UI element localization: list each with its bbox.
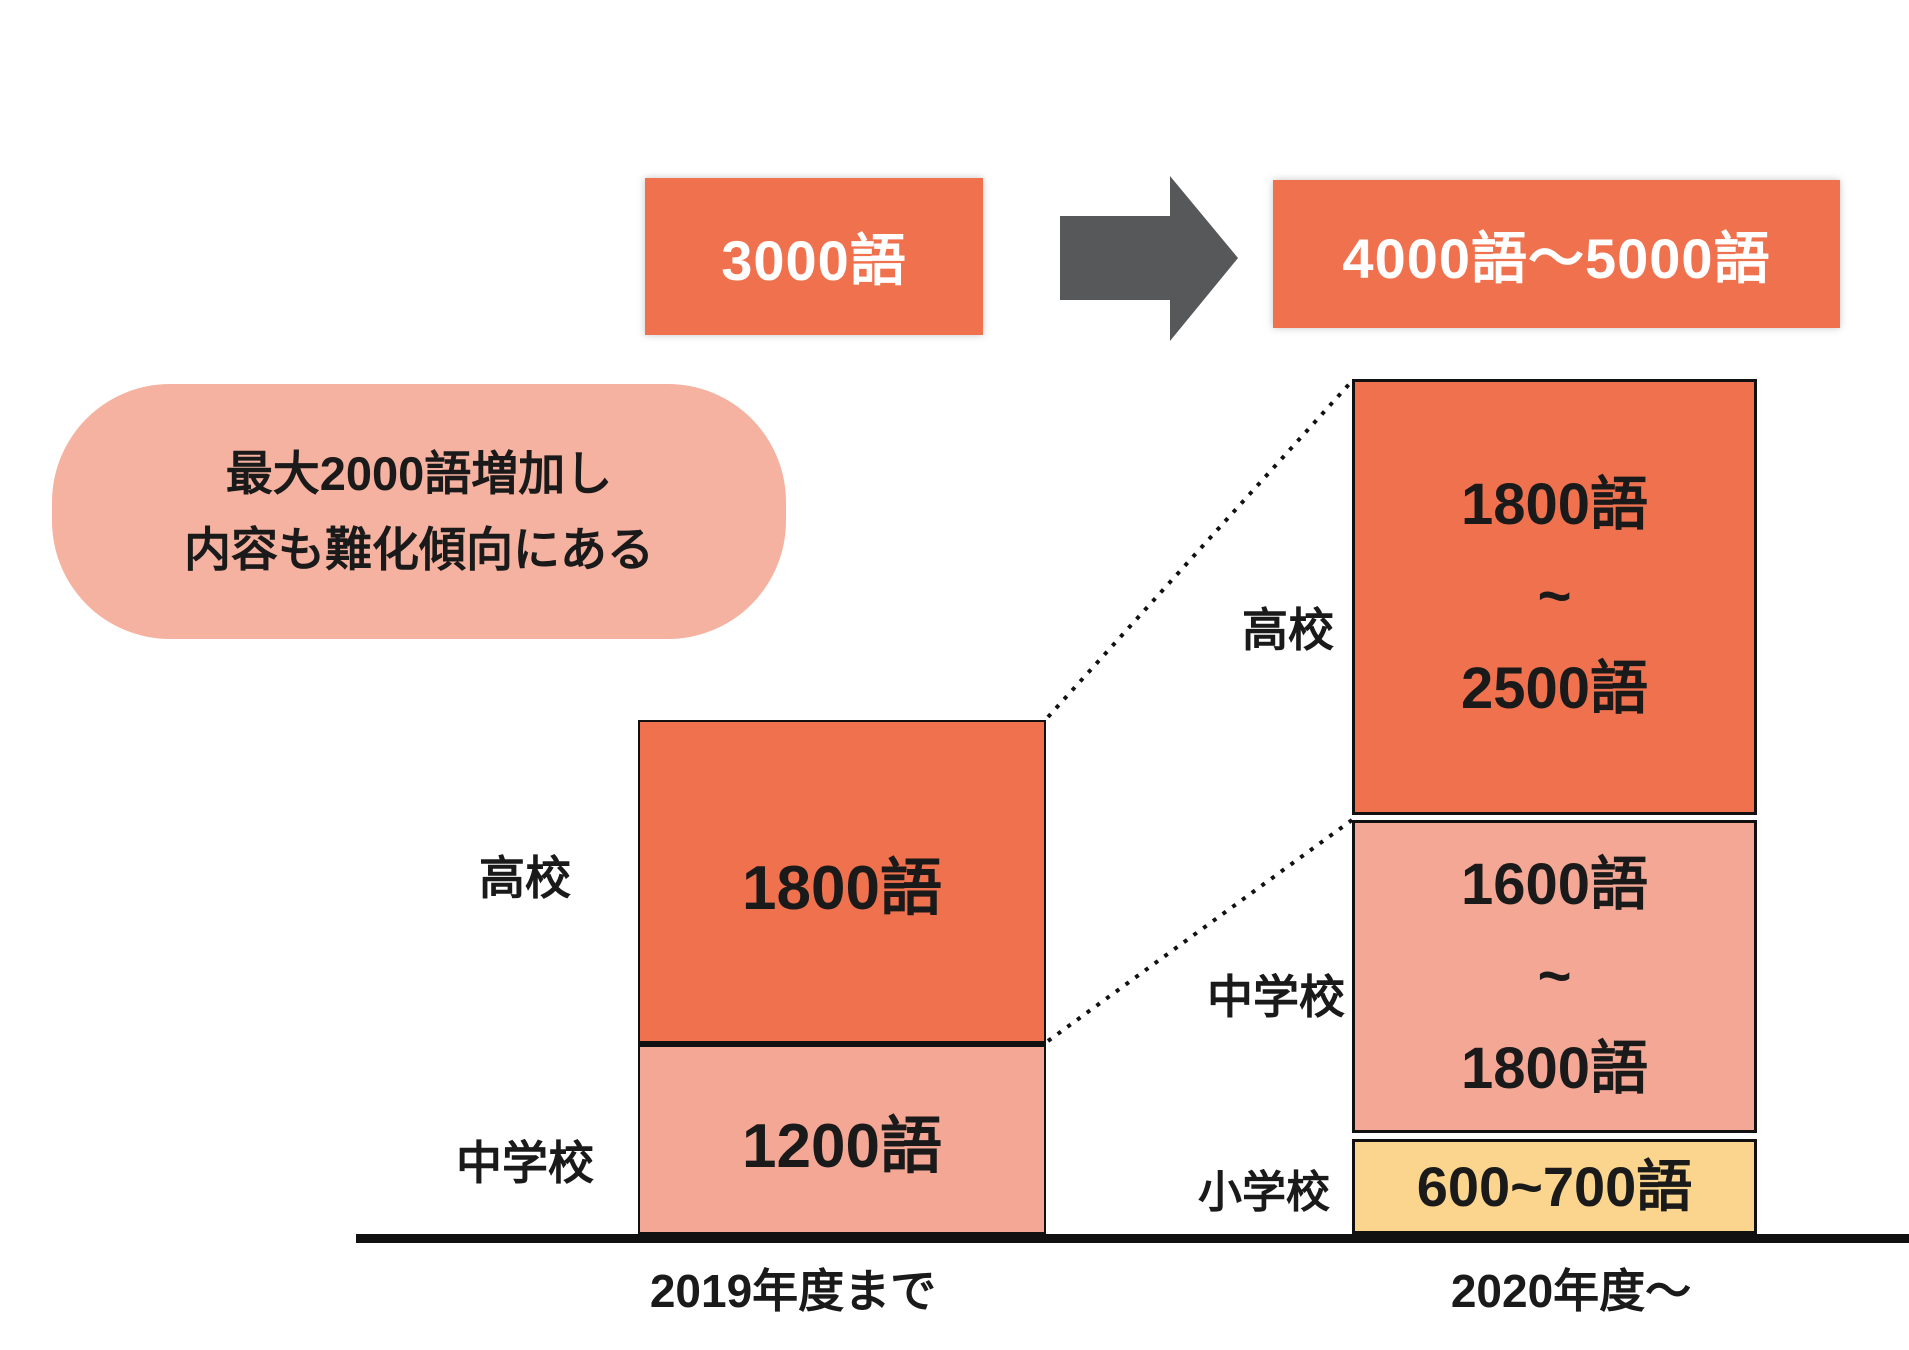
bar-2019-juniorhigh-segment: 1200語 (640, 1047, 1044, 1232)
after-total-label: 4000語〜5000語 (1342, 226, 1771, 290)
callout-line-2: 内容も難化傾向にある (184, 522, 654, 576)
axis-label-2020: 2020年度〜 (1450, 1265, 1692, 1317)
connector-line-middle (1046, 818, 1354, 1043)
bar-2019-juniorhigh-value: 1200語 (742, 1111, 942, 1181)
right-arrow-icon (1060, 176, 1238, 341)
axis-label-2019: 2019年度まで (649, 1265, 937, 1317)
label-2020-elementary: 小学校 (1198, 1168, 1330, 1217)
bar-2019-segment-divider (640, 1041, 1044, 1047)
bar-2019-highschool-segment: 1800語 (640, 722, 1044, 1041)
connector-line-top (1046, 379, 1354, 719)
before-total-label: 3000語 (721, 229, 907, 292)
bar-2020-highschool-value-to: 2500語 (1460, 656, 1649, 721)
bar-2020-juniorhigh-value-from: 1600語 (1460, 851, 1649, 917)
label-2019-highschool: 高校 (479, 852, 571, 904)
after-total-box: 4000語〜5000語 (1273, 180, 1840, 328)
before-total-box: 3000語 (645, 178, 983, 335)
bar-2020-highschool-value-from: 1800語 (1460, 472, 1649, 537)
callout-line-1: 最大2000語増加し (225, 446, 613, 500)
label-2020-juniorhigh: 中学校 (1207, 971, 1345, 1023)
bar-2020-elementary-segment: 600~700語 (1352, 1139, 1757, 1234)
bar-2020-highschool-segment: 1800語 ~ 2500語 (1352, 379, 1757, 815)
label-2020-highschool: 高校 (1242, 604, 1334, 656)
tilde-separator: ~ (1537, 564, 1572, 629)
tilde-separator: ~ (1537, 943, 1572, 1009)
callout-bubble: 最大2000語増加し 内容も難化傾向にある (52, 384, 786, 639)
bar-2019-highschool-value: 1800語 (742, 853, 942, 923)
bar-2020-juniorhigh-segment: 1600語 ~ 1800語 (1352, 820, 1757, 1133)
bar-2020-juniorhigh-value-to: 1800語 (1460, 1035, 1649, 1101)
bar-2019: 1800語 1200語 (638, 720, 1046, 1234)
bar-2020-elementary-value: 600~700語 (1416, 1154, 1693, 1218)
x-axis-baseline (356, 1234, 1909, 1243)
label-2019-juniorhigh: 中学校 (456, 1137, 594, 1189)
